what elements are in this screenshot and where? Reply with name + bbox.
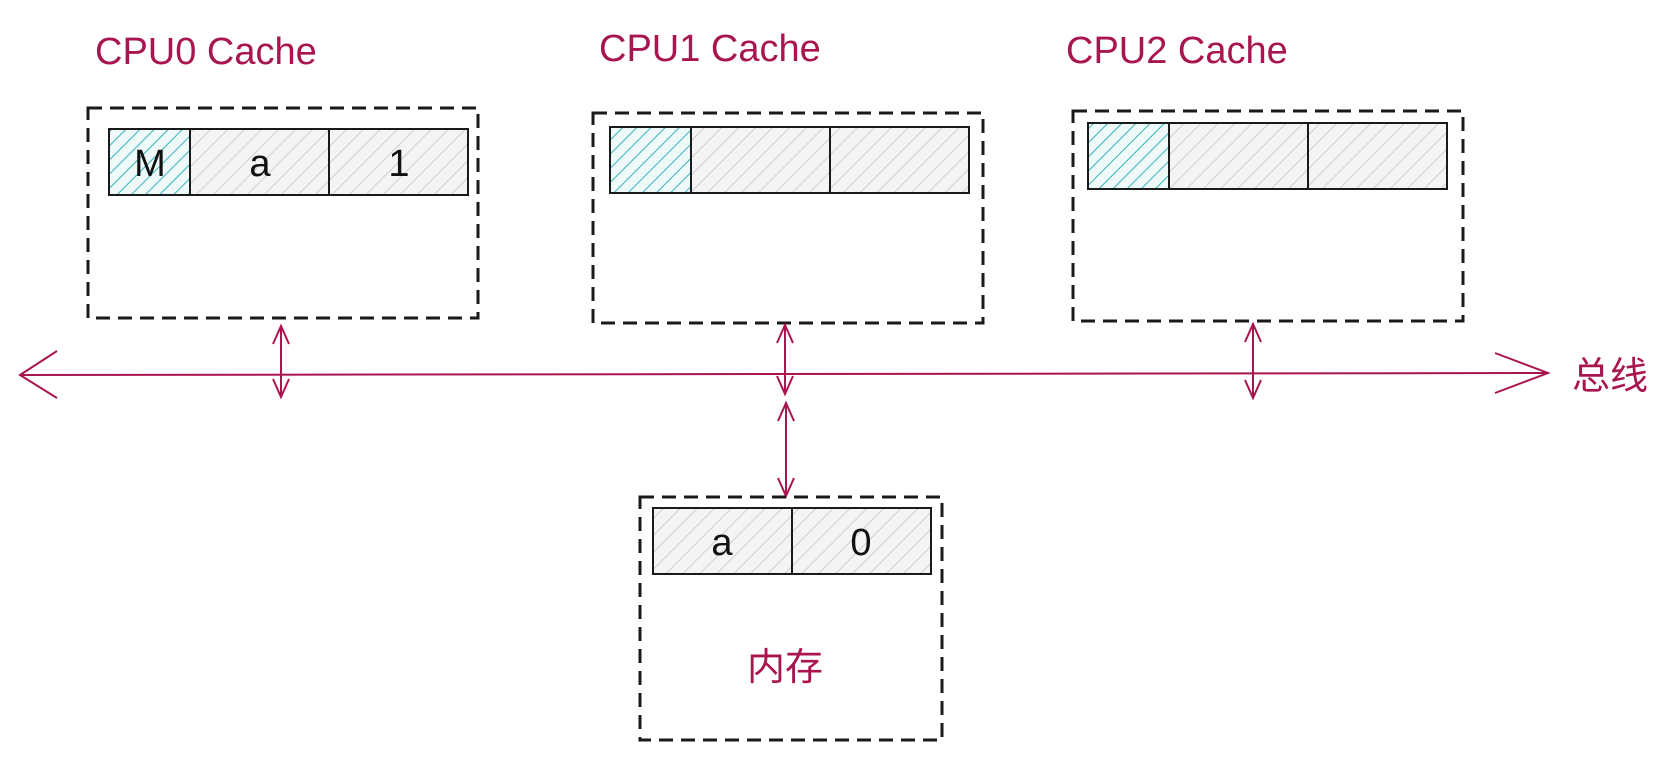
memory-bus-connector bbox=[777, 400, 795, 499]
cpu2-bus-connector bbox=[1244, 321, 1262, 401]
cpu2-state-cell bbox=[1087, 122, 1170, 190]
cpu1-address-cell bbox=[690, 126, 831, 194]
memory-box bbox=[638, 495, 944, 742]
cpu2-value-cell bbox=[1307, 122, 1448, 190]
cpu0-state-cell bbox=[108, 128, 191, 196]
cpu0-cache: CPU0 Cache M a 1 bbox=[86, 31, 480, 320]
memory: a 0 内存 bbox=[638, 495, 944, 742]
cpu0-state-text: M bbox=[134, 143, 166, 185]
cpu0-cache-box bbox=[86, 106, 480, 320]
cpu2-cache-box bbox=[1071, 109, 1465, 323]
memory-address-cell bbox=[652, 507, 793, 575]
cpu0-address-text: a bbox=[249, 143, 271, 185]
memory-value-text: 0 bbox=[850, 522, 871, 564]
memory-label: 内存 bbox=[747, 647, 823, 689]
cpu0-value-cell bbox=[328, 128, 469, 196]
cpu1-cache-title: CPU1 Cache bbox=[599, 28, 821, 70]
cpu1-cache: CPU1 Cache bbox=[591, 28, 985, 325]
cpu1-cache-box bbox=[591, 111, 985, 325]
cpu1-state-cell bbox=[609, 126, 692, 194]
cpu1-value-cell bbox=[829, 126, 970, 194]
bus-label: 总线 bbox=[1572, 356, 1648, 398]
cpu0-address-cell bbox=[189, 128, 330, 196]
cpu2-cache: CPU2 Cache bbox=[1066, 30, 1465, 323]
memory-value-cell bbox=[791, 507, 932, 575]
cpu2-address-cell bbox=[1168, 122, 1309, 190]
memory-address-text: a bbox=[711, 522, 733, 564]
cpu2-cache-title: CPU2 Cache bbox=[1066, 30, 1288, 72]
cpu0-bus-connector bbox=[272, 323, 290, 400]
cpu0-cache-title: CPU0 Cache bbox=[95, 31, 317, 73]
cpu1-bus-connector bbox=[776, 322, 794, 397]
cpu0-value-text: 1 bbox=[388, 143, 409, 185]
